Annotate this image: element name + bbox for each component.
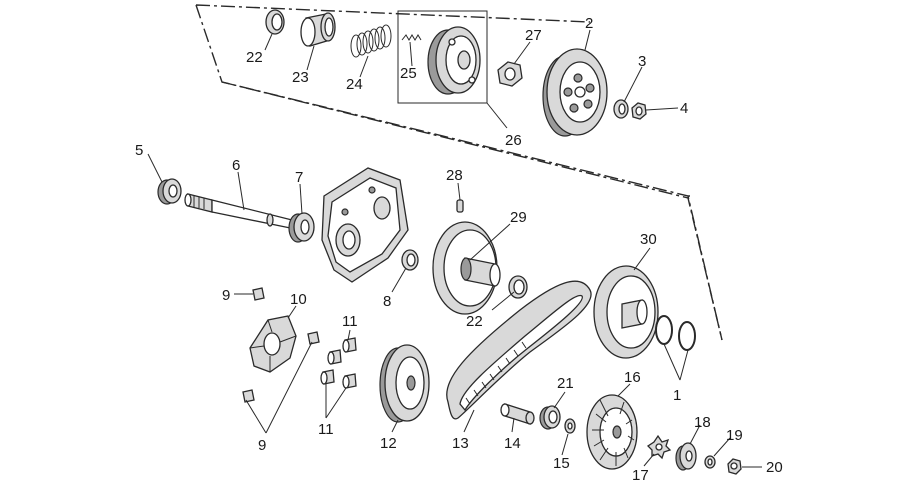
- part-29-driven-pulley: [432, 221, 501, 315]
- part-24-spring: [350, 24, 392, 58]
- callout-17: 17: [632, 467, 649, 484]
- part-12-drive-pulley: [379, 344, 430, 423]
- callout-28: 28: [446, 167, 463, 184]
- callout-9-top: 9: [222, 287, 230, 304]
- part-17-star-washer: [646, 434, 672, 460]
- part-4-nut: [631, 102, 647, 120]
- part-10-ramp-plate: [249, 315, 297, 373]
- callout-9-bottom: 9: [258, 437, 266, 454]
- part-21-bearing: [539, 405, 561, 430]
- part-8-washer: [401, 249, 419, 271]
- callout-23: 23: [292, 69, 309, 86]
- part-3-washer: [613, 99, 629, 119]
- part-22-ring-top: [265, 9, 285, 35]
- part-30-pulley-half: [593, 265, 659, 359]
- callout-3: 3: [638, 53, 646, 70]
- part-5-bearing: [157, 178, 182, 205]
- callout-11-top: 11: [342, 313, 358, 330]
- callout-16: 16: [624, 369, 641, 386]
- part-26-group-box: [397, 10, 488, 104]
- callout-numbers: 22 23 24 25 26 27 2 3 4 5 6 7 8 28 29 22…: [135, 15, 783, 484]
- callout-19: 19: [726, 427, 743, 444]
- callout-21: 21: [557, 375, 574, 392]
- part-25-small-spring: [401, 34, 422, 41]
- roller-d: [342, 373, 357, 389]
- part-18-cap: [675, 442, 697, 471]
- part-15-washer: [564, 418, 576, 434]
- callout-30: 30: [640, 231, 657, 248]
- callout-18: 18: [694, 414, 711, 431]
- callout-22-top: 22: [246, 49, 263, 66]
- part-13-belt: [446, 280, 592, 420]
- part-11-rollers: [320, 337, 357, 389]
- callout-11-bottom: 11: [318, 421, 334, 438]
- part-23-bushing: [300, 12, 336, 47]
- callout-12: 12: [380, 435, 397, 452]
- part-26-clutch-assembly: [427, 26, 481, 95]
- callout-10: 10: [290, 291, 307, 308]
- callout-24: 24: [346, 76, 363, 93]
- part-19-washer: [704, 455, 716, 469]
- callout-5: 5: [135, 142, 143, 159]
- part-16-fan: [586, 394, 638, 470]
- callout-26: 26: [505, 132, 522, 149]
- callout-7: 7: [295, 169, 303, 186]
- part-14-sleeve: [500, 403, 535, 425]
- callout-8: 8: [383, 293, 391, 310]
- part-1-o-rings: [655, 315, 696, 351]
- part-28-pin: [456, 199, 464, 213]
- part-22-ring-lower: [508, 275, 528, 299]
- callout-6: 6: [232, 157, 240, 174]
- part-20-nut: [727, 458, 742, 475]
- part-7-bearing: [288, 212, 315, 243]
- roller-b: [327, 349, 342, 365]
- callout-2: 2: [585, 15, 593, 32]
- part-2-clutch-bell: [542, 48, 608, 137]
- callout-14: 14: [504, 435, 521, 452]
- callout-15: 15: [553, 455, 570, 472]
- leader-lines: [147, 29, 762, 468]
- callout-13: 13: [452, 435, 469, 452]
- callout-1: 1: [673, 387, 681, 404]
- callout-22-lower: 22: [466, 313, 483, 330]
- callout-20: 20: [766, 459, 783, 476]
- roller-c: [320, 369, 335, 385]
- part-6-shaft: [184, 193, 301, 231]
- gearbox-cover: [321, 167, 409, 283]
- part-9-slides: [242, 287, 320, 403]
- roller-a: [342, 337, 357, 353]
- callout-29: 29: [510, 209, 527, 226]
- callout-25: 25: [400, 65, 417, 82]
- assembly-outline-lower: [221, 81, 723, 341]
- callout-27: 27: [525, 27, 542, 44]
- callout-4: 4: [680, 100, 688, 117]
- part-27-nut: [497, 61, 523, 87]
